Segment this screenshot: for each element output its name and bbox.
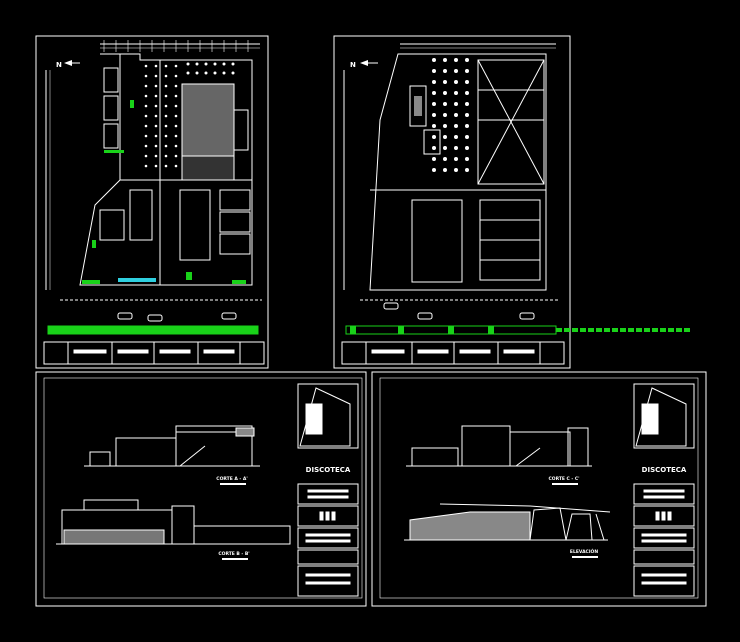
project-title-right: DISCOTECA: [642, 466, 687, 474]
north-arrow-icon: N: [350, 60, 378, 69]
project-title-left: DISCOTECA: [306, 466, 351, 474]
north-arrow-icon: N: [56, 60, 80, 69]
north-label: N: [56, 61, 62, 69]
section-sheet-left: [35, 371, 367, 607]
caption-section-c: CORTE C - C': [548, 476, 579, 482]
caption-elevation: ELEVACIÓN: [570, 548, 598, 555]
section-sheet-right: [371, 371, 707, 607]
plan-sheet-right: [333, 35, 692, 369]
caption-section-a: CORTE A - A': [216, 476, 247, 482]
plan-sheet-left: [35, 35, 269, 369]
caption-section-b: CORTE B - B': [218, 551, 249, 557]
plan-right-furniture: [432, 58, 469, 172]
plan-left-furniture: [144, 62, 235, 168]
north-label-2: N: [350, 61, 356, 69]
